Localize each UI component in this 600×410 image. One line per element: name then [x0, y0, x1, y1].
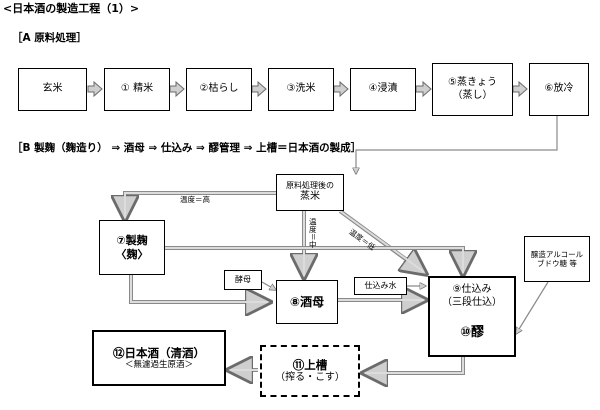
arrow-moromi-to-jousou [363, 357, 465, 373]
step-seimai: ① 精米 [104, 68, 170, 111]
arrow-koji-to-shikomi [165, 246, 463, 275]
label-temp-high: 温度＝高 [180, 195, 210, 204]
section-a-arrows [87, 80, 528, 98]
label-temp-mid: 温度＝中 [308, 218, 318, 248]
koji-sub: 〈麹〉 [115, 247, 149, 261]
section-b-heading: ［B 製麹（麹造り） ⇒ 酒母 ⇒ 仕込み ⇒ 醪管理 ⇒ 上槽＝日本酒の製成］ [12, 142, 362, 154]
node-shikomi: ⑨仕込み （三段仕込） ⑩醪 [428, 276, 516, 357]
step-mushi-sub: （蒸し） [452, 89, 493, 101]
step-genmai: 玄米 [18, 68, 87, 111]
step-shinseki: ④浸漬 [350, 68, 416, 111]
jousou-label: ⑪上槽 [292, 357, 328, 372]
jozo-alcohol-label: 醸造アルコール [530, 249, 584, 259]
shubo-label: ⑧酒母 [289, 294, 325, 309]
step-horei: ⑥放冷 [529, 63, 589, 116]
node-yeast: 酵母 [224, 270, 262, 290]
shikomi-sub: （三段仕込） [442, 296, 502, 308]
steamed-rice-sub: 原料処理後の [286, 181, 334, 191]
shikomi-label: ⑨仕込み [452, 284, 492, 295]
node-shubo: ⑧酒母 [276, 280, 338, 324]
nihonshu-sub: ＜無濾過生原酒＞ [124, 359, 193, 370]
step-shinseki-label: ④浸漬 [368, 83, 398, 95]
arrow-cooling-to-steamed-rice [356, 116, 558, 174]
arrow-alcohol-to-moromi [516, 281, 549, 334]
step-genmai-label: 玄米 [42, 83, 63, 95]
step-seimai-label: ① 精米 [120, 83, 154, 95]
steamed-rice-label: 蒸米 [300, 191, 320, 203]
step-karashi-label: ②枯らし [199, 83, 239, 95]
node-steamed-rice: 原料処理後の 蒸米 [276, 174, 344, 211]
node-koji: ⑦製麹 〈麹〉 [99, 220, 165, 275]
step-karashi: ②枯らし [186, 68, 252, 111]
step-mushi-label: ⑤蒸きょう [448, 77, 497, 88]
jozo-alcohol-sub: ブドウ糖 等 [537, 259, 577, 268]
moromi-label: ⑩醪 [459, 325, 484, 340]
koji-label: ⑦製麹 [116, 233, 148, 247]
step-senmai-label: ③洗米 [286, 83, 316, 95]
water-label: 仕込み水 [364, 281, 397, 290]
section-a-heading: ［A 原料処理］ [12, 32, 87, 44]
page-title: <日本酒の製造工程（1）> [3, 2, 140, 15]
node-jozo-alcohol: 醸造アルコール ブドウ糖 等 [524, 236, 590, 282]
yeast-label: 酵母 [235, 275, 251, 284]
jousou-sub: （搾る・こす） [275, 371, 345, 383]
node-jousou: ⑪上槽 （搾る・こす） [260, 345, 360, 397]
node-nihonshu: ⑫日本酒（清酒） ＜無濾過生原酒＞ [92, 330, 226, 386]
arrow-yeast-to-shubo [261, 281, 276, 290]
nihonshu-label: ⑫日本酒（清酒） [113, 345, 205, 360]
node-water: 仕込み水 [354, 277, 407, 295]
step-senmai: ③洗米 [268, 68, 334, 111]
step-horei-label: ⑥放冷 [544, 83, 574, 95]
step-mushi: ⑤蒸きょう （蒸し） [432, 63, 513, 116]
